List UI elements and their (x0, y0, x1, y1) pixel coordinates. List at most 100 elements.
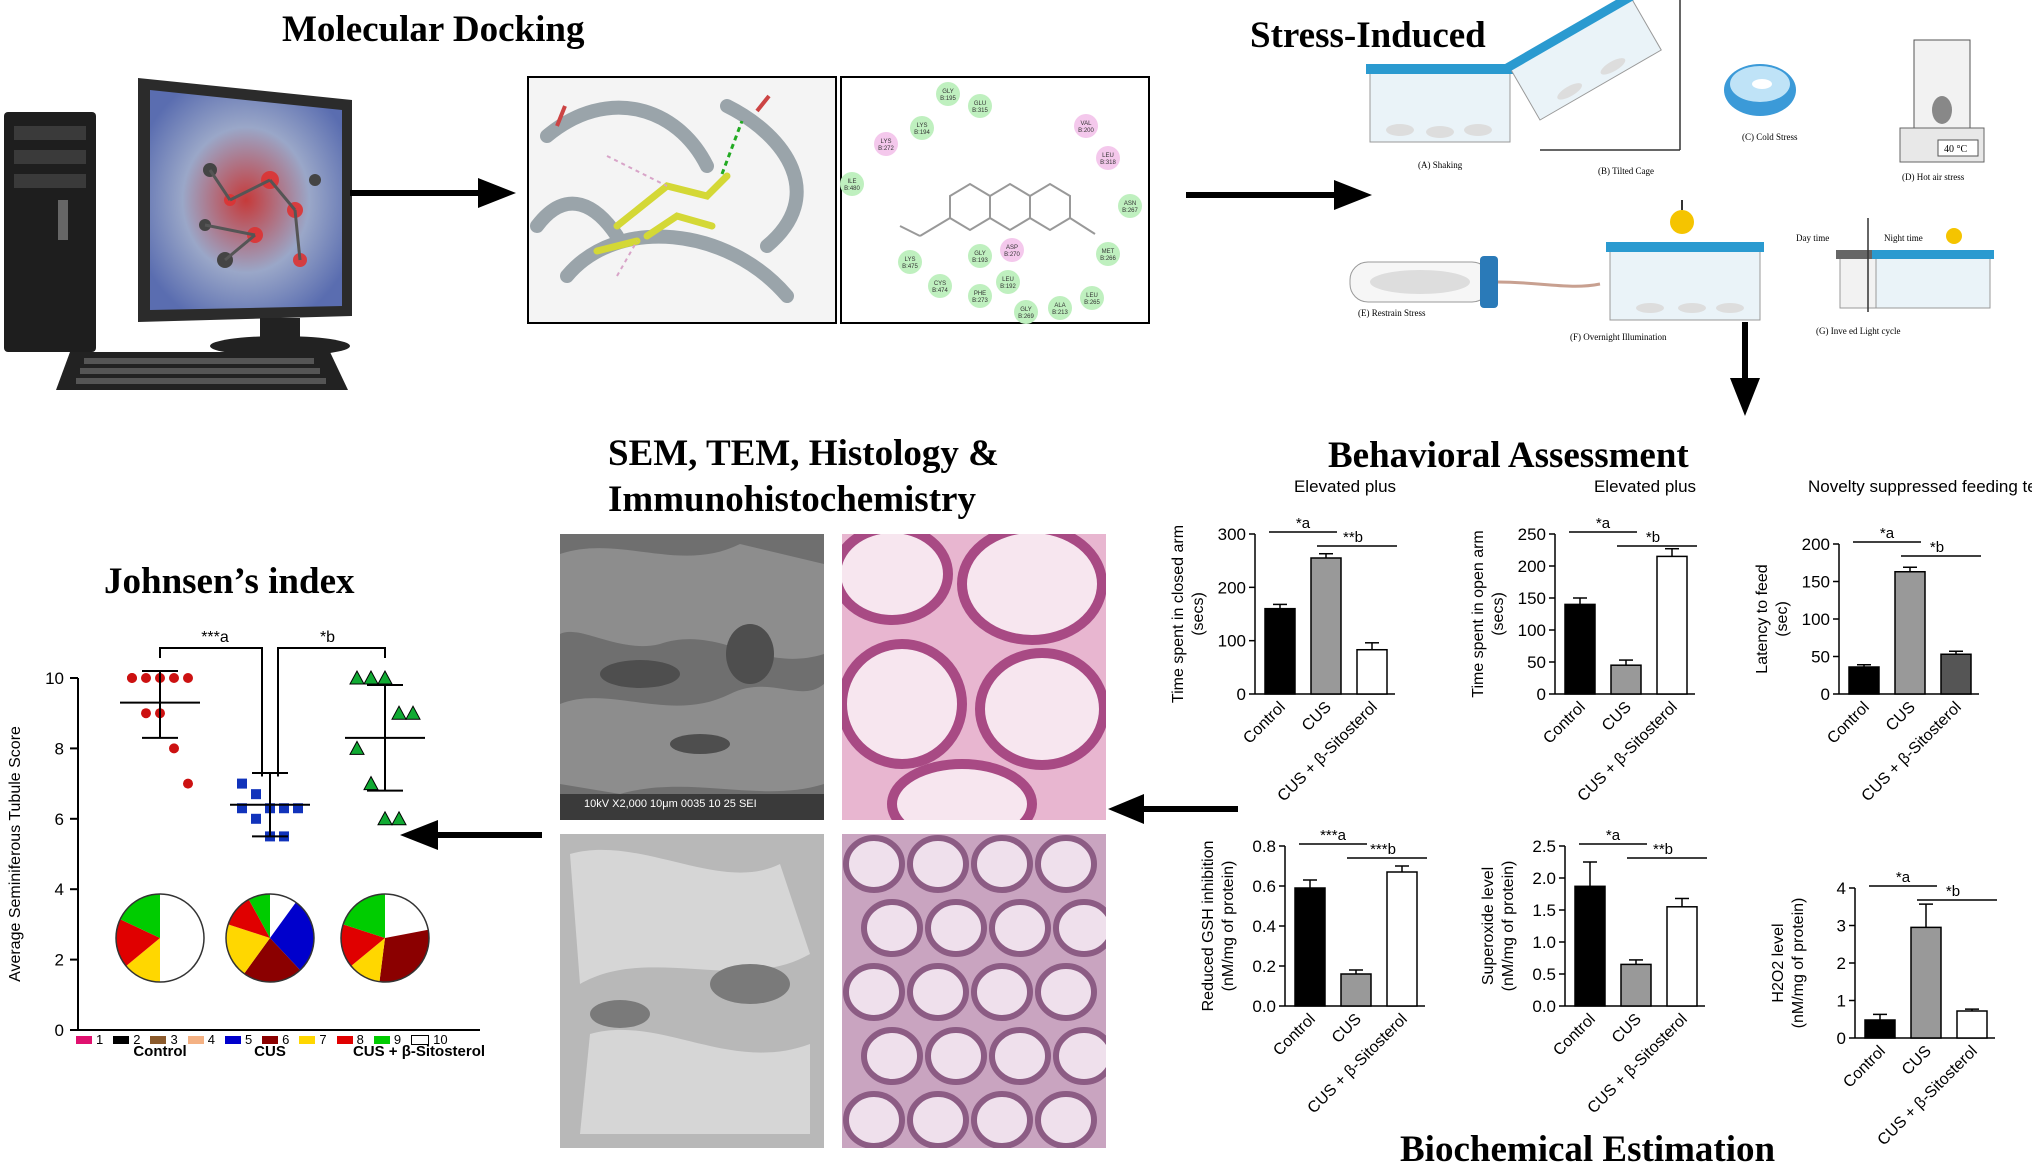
pie-outline (225, 893, 315, 983)
label-restrain: (E) Restrain Stress (1358, 308, 1426, 318)
bar (1264, 607, 1296, 695)
x-category-label: CUS (1609, 1011, 1645, 1047)
x-category-label: Control (1240, 699, 1288, 747)
pie-slice (270, 894, 296, 938)
y-tick-label: 0.8 (1252, 837, 1276, 856)
y-axis-label: Average Seminiferous Tubule Score (7, 726, 24, 982)
legend-label: 6 (282, 1032, 290, 1047)
y-tick-label: 100 (1518, 621, 1546, 640)
y-tick-label: 100 (1802, 610, 1830, 629)
data-point (279, 803, 289, 814)
y-tick-label: 150 (1518, 589, 1546, 608)
data-point (405, 705, 421, 720)
tubule (1053, 899, 1106, 957)
x-category-label: Control (1540, 699, 1588, 747)
arrow-down (1730, 322, 1760, 416)
residue-label: ASN (1124, 201, 1136, 207)
x-category-label: CUS (1329, 1011, 1365, 1047)
legend-swatch (187, 1035, 204, 1044)
y-axis-label: (secs) (1190, 592, 1207, 636)
residue-label: B:474 (932, 288, 948, 294)
residue-label: B:273 (972, 298, 988, 304)
residue-label: B:475 (902, 264, 918, 270)
residue-node (1074, 114, 1098, 138)
legend-item: 6 (262, 1032, 289, 1047)
y-tick-label: 0.2 (1252, 957, 1276, 976)
legend-item: 3 (150, 1032, 178, 1047)
y-tick-label: 0.0 (1532, 997, 1556, 1016)
data-point (251, 813, 261, 824)
x-category-label: CUS (1883, 699, 1919, 735)
title-behavioral-assessment: Behavioral Assessment (1328, 435, 1689, 476)
label-shaking: (A) Shaking (1418, 160, 1463, 170)
x-category-label: CUS (1599, 699, 1635, 735)
legend-label: 2 (133, 1032, 141, 1047)
bar (1564, 603, 1596, 695)
bar (1574, 885, 1606, 1007)
residue-label: LYS (905, 257, 916, 263)
residue-label: PHE (974, 291, 986, 297)
x-category-label: CUS (1899, 1043, 1935, 1079)
data-point (349, 669, 365, 685)
residue-label: B:269 (1018, 314, 1034, 320)
bar (1848, 666, 1880, 695)
y-tick-label: 0 (1537, 685, 1546, 704)
y-tick-label: 0 (55, 1021, 64, 1040)
legend-item: 1 (76, 1032, 103, 1047)
y-tick-label: 1 (1837, 992, 1846, 1011)
residue-label: B:194 (914, 130, 930, 136)
tubule (989, 899, 1051, 957)
y-tick-label: 2 (1837, 954, 1846, 973)
title-immunohistochemistry: Immunohistochemistry (608, 479, 976, 520)
tubule (907, 835, 969, 893)
chart-title: Novelty suppressed feeding test (1808, 477, 2032, 496)
legend-swatch (373, 1035, 390, 1044)
legend-item: 9 (373, 1032, 401, 1047)
residue-node (840, 172, 864, 196)
tem-image (560, 834, 824, 1148)
tubule (843, 1091, 905, 1148)
residue-node (874, 132, 898, 156)
restrain-tube (1349, 256, 1601, 308)
residue-label: B:213 (1052, 310, 1068, 316)
y-tick-label: 300 (1218, 525, 1246, 544)
title-biochemical-estimation: Biochemical Estimation (1400, 1129, 1776, 1170)
residue-label: LEU (1102, 153, 1114, 159)
sig-label: ***a (1320, 827, 1347, 844)
legend-label: 10 (433, 1032, 448, 1047)
legend-item: 7 (299, 1032, 327, 1047)
pie-slice (351, 938, 385, 982)
bar (1356, 648, 1388, 695)
title-molecular-docking: Molecular Docking (282, 9, 585, 50)
data-point (377, 810, 393, 826)
y-axis-label: (secs) (1490, 592, 1507, 636)
residue-label: MET (1102, 249, 1115, 255)
y-axis-label: Time spent in open arm (1470, 530, 1487, 697)
data-point (349, 740, 365, 755)
legend-label: 7 (319, 1032, 327, 1047)
tubule (843, 835, 905, 893)
arrow-left-2 (400, 820, 542, 850)
sig-label: *a (1606, 827, 1621, 844)
tubule (989, 1027, 1051, 1085)
residue-node (1014, 300, 1038, 324)
pie-outline (115, 893, 205, 983)
pie-slice (228, 899, 270, 938)
cage-tilted (1503, 0, 1662, 121)
sig-bracket (159, 647, 263, 777)
immunohistochemistry-image (842, 834, 1106, 1148)
sig-label: *a (1896, 869, 1911, 886)
residue-node (996, 270, 1020, 294)
y-tick-label: 2.0 (1532, 869, 1556, 888)
residue-node (928, 274, 952, 298)
residue-label: LYS (881, 139, 892, 145)
residue-label: ASP (1006, 245, 1018, 251)
residue-label: GLY (1020, 307, 1032, 313)
y-axis-label: Latency to feed (1754, 564, 1771, 673)
residue-label: GLU (974, 101, 986, 107)
data-point (391, 810, 407, 826)
